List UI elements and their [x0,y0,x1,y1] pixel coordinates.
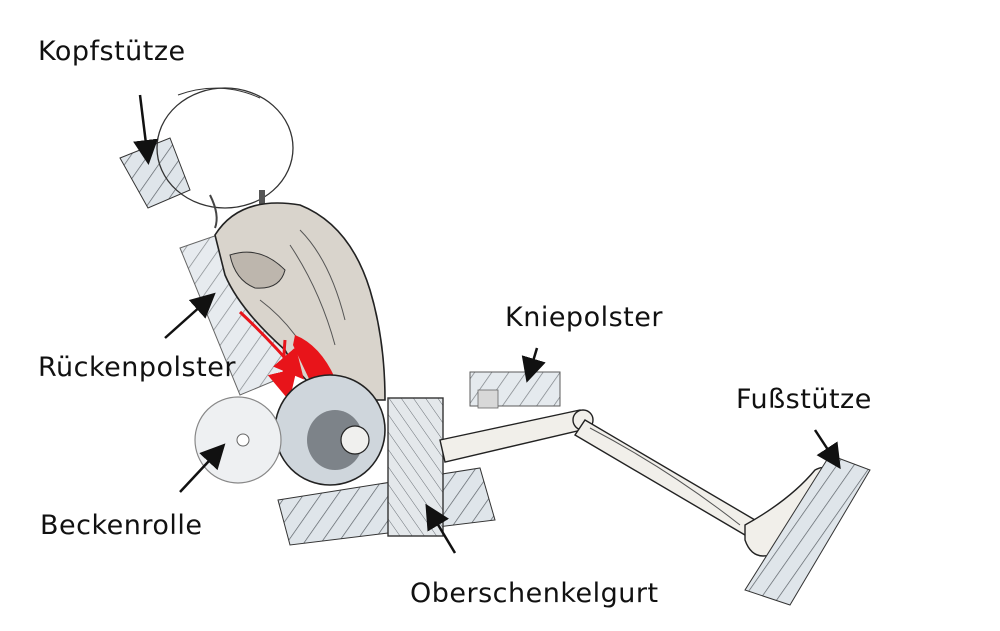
torso-muscles [214,202,386,401]
foot-rest-pad [744,454,871,606]
red-arrow-2 [267,339,297,401]
label-pelvis-roll: Beckenrolle [40,510,203,541]
fibula-line [589,427,741,526]
back-arrow [164,292,216,339]
pelvis-arrow [179,443,226,493]
label-back-rest: Rückenpolster [38,352,236,383]
foot-arrow [813,429,841,470]
head-outline [156,87,294,209]
head-rest-pad [119,137,191,209]
muscle-line-1 [299,229,346,321]
knee-pad-clip [477,389,499,409]
thigh-strap [387,397,444,537]
thigh-arrow [425,503,457,554]
red-arrow-1 [238,310,304,380]
label-foot-rest: Fußstütze [736,384,872,415]
tibia [574,419,756,536]
label-thigh-strap: Oberschenkelgurt [410,578,659,609]
head-top-line [177,87,261,99]
knee-arrow [521,347,546,383]
femur [439,409,592,463]
neck-line [209,194,218,229]
pelvis-roll-axis [236,433,250,447]
muscle-line-2 [289,244,336,346]
label-knee-pad: Kniepolster [505,302,663,333]
label-head-rest: Kopfstütze [38,36,186,67]
shoulder-blade [229,251,286,289]
head-arrow [133,94,158,165]
hip-joint [340,425,370,455]
pelvis-shadow [307,410,363,470]
